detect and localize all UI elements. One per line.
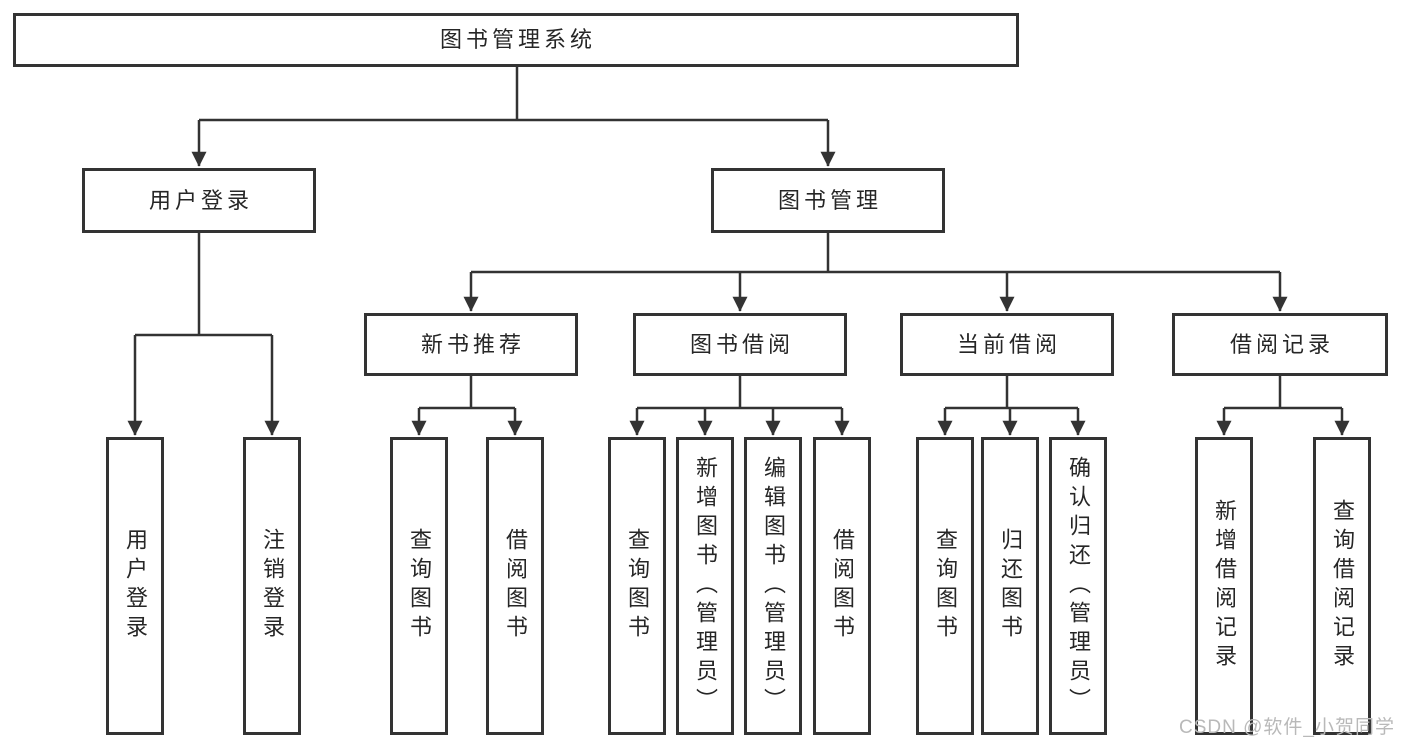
leaf-query-books-borrowing: 查询图书: [608, 437, 666, 735]
node-borrowing-records: 借阅记录: [1172, 313, 1388, 376]
leaf-edit-book-admin: 编辑图书（管理员）: [744, 437, 802, 735]
node-book-borrowing: 图书借阅: [633, 313, 847, 376]
leaf-borrow-books-borrowing: 借阅图书: [813, 437, 871, 735]
leaf-query-books-recommend: 查询图书: [390, 437, 448, 735]
leaf-add-borrow-record: 新增借阅记录: [1195, 437, 1253, 735]
leaf-borrow-books-recommend: 借阅图书: [486, 437, 544, 735]
watermark: CSDN @软件_小贺同学: [1179, 717, 1395, 738]
leaf-query-books-current: 查询图书: [916, 437, 974, 735]
node-user-login: 用户登录: [82, 168, 316, 233]
node-book-management: 图书管理: [711, 168, 945, 233]
leaf-confirm-return-admin: 确认归还（管理员）: [1049, 437, 1107, 735]
leaf-return-book: 归还图书: [981, 437, 1039, 735]
leaf-query-borrow-record: 查询借阅记录: [1313, 437, 1371, 735]
leaf-logout: 注销登录: [243, 437, 301, 735]
node-root-library-system: 图书管理系统: [13, 13, 1019, 67]
leaf-user-login: 用户登录: [106, 437, 164, 735]
leaf-add-book-admin: 新增图书（管理员）: [676, 437, 734, 735]
node-current-borrowing: 当前借阅: [900, 313, 1114, 376]
node-new-book-recommend: 新书推荐: [364, 313, 578, 376]
